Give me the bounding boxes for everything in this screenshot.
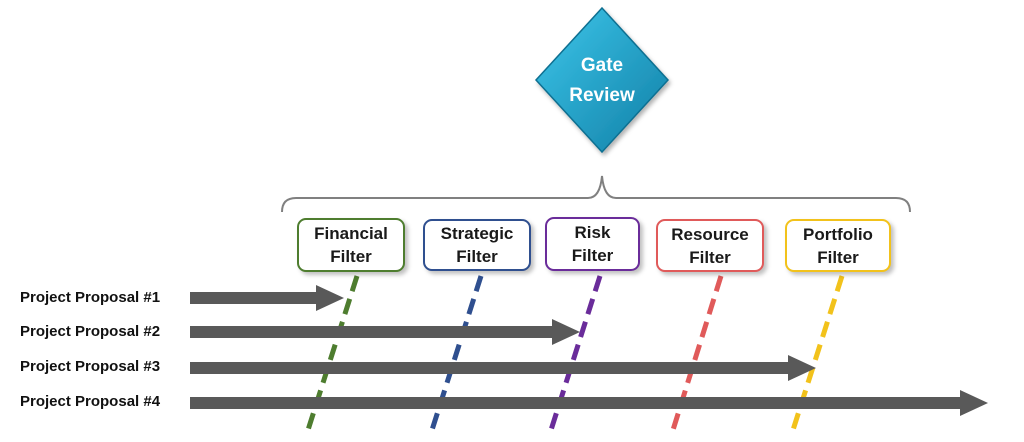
gate-review-text-line2: Review: [569, 85, 635, 106]
proposal-arrow-4: [190, 390, 988, 416]
filter-label-line2: Filter: [330, 247, 372, 266]
filter-label-line1: Risk: [574, 223, 611, 242]
arrow-shaft: [190, 397, 960, 409]
proposal-label-4: Project Proposal #4: [20, 393, 161, 410]
gate-review-text-line1: Gate: [581, 55, 623, 76]
proposal-label-1: Project Proposal #1: [20, 289, 161, 306]
filter-label-line2: Filter: [689, 247, 731, 267]
filter-label-line2: Filter: [817, 247, 859, 267]
filter-box-portfolio: Portfolio Filter: [785, 219, 891, 272]
arrow-head: [960, 390, 988, 416]
filter-label-line1: Resource: [671, 224, 749, 244]
gate-review-diamond: [534, 6, 670, 154]
arrow-shaft: [190, 362, 788, 374]
filters-brace: [281, 175, 911, 213]
filter-label-line2: Filter: [456, 247, 498, 266]
arrow-shaft: [190, 326, 552, 338]
proposal-label-3: Project Proposal #3: [20, 358, 161, 375]
proposal-arrows: [190, 285, 988, 416]
filter-box-risk: Risk Filter: [545, 217, 640, 271]
proposal-arrow-3: [190, 355, 816, 381]
proposal-label-2: Project Proposal #2: [20, 323, 161, 340]
arrow-head: [316, 285, 344, 311]
filter-label-line2: Filter: [571, 246, 614, 265]
filter-box-resource: Resource Filter: [656, 219, 764, 272]
proposal-arrow-2: [190, 319, 580, 345]
filter-label-line1: Strategic: [440, 224, 514, 243]
filter-box-financial: Financial Filter: [297, 218, 405, 272]
filter-label-line1: Portfolio: [803, 224, 873, 244]
arrow-head: [788, 355, 816, 381]
filter-box-strategic: Strategic Filter: [423, 219, 531, 271]
filter-label-line1: Financial: [314, 224, 388, 243]
arrow-shaft: [190, 292, 316, 304]
proposal-arrow-1: [190, 285, 344, 311]
arrow-head: [552, 319, 580, 345]
